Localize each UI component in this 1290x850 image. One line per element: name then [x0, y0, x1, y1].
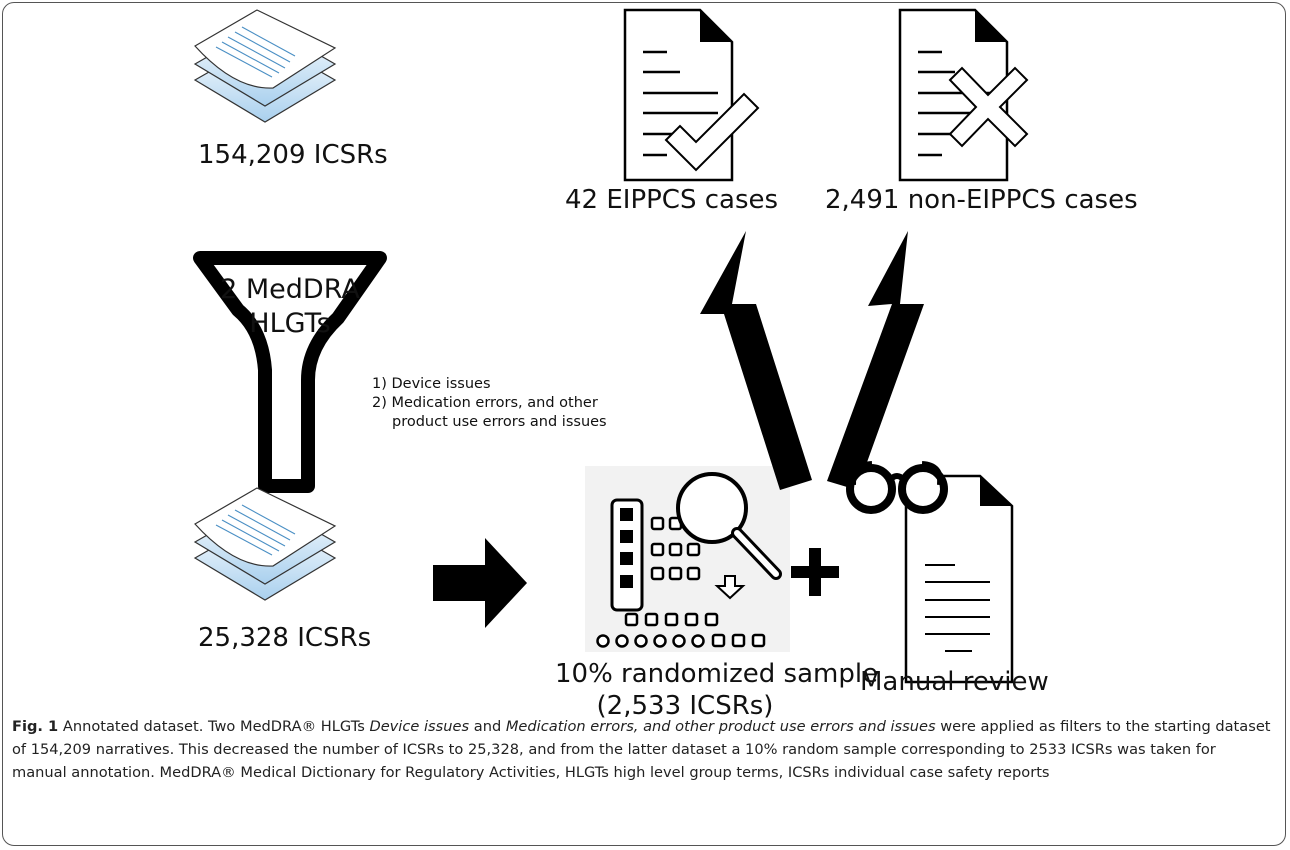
glasses-document-icon [846, 461, 1014, 684]
document-check-icon [623, 8, 760, 182]
filter-criterion-1: 1) Device issues [372, 376, 491, 392]
filter-criteria: 1) Device issues 2) Medication errors, a… [372, 375, 607, 432]
sample-label: 10% randomized sample (2,533 ICSRs) [555, 658, 879, 722]
filter-criterion-2: 2) Medication errors, and other [372, 395, 598, 411]
plus-icon [791, 548, 839, 596]
funnel-icon [193, 251, 387, 493]
filter-label-line1: 2 MedDRA [220, 274, 360, 305]
filtered-dataset-label: 25,328 ICSRs [198, 623, 372, 653]
filter-label-line2: HLGTs [249, 308, 331, 339]
sample-label-line1: 10% randomized sample [555, 659, 879, 689]
filter-label: 2 MedDRA HLGTs [210, 273, 370, 341]
caption-term-1: Device issues [369, 718, 470, 735]
arrow-up-left-icon [700, 231, 812, 490]
random-sampling-icon [585, 466, 790, 652]
document-stack-icon [193, 487, 337, 601]
manual-review-label: Manual review [860, 667, 1049, 697]
diagram-canvas [193, 8, 1029, 684]
caption-text-a: Annotated dataset. Two MedDRA® HLGTs [58, 718, 370, 735]
sample-label-line2: (2,533 ICSRs) [596, 691, 774, 721]
negative-cases-label: 2,491 non-EIPPCS cases [825, 185, 1138, 215]
filter-criterion-2-cont: product use errors and issues [392, 414, 607, 430]
start-dataset-label: 154,209 ICSRs [198, 140, 388, 170]
arrow-up-right-icon [827, 231, 924, 490]
caption-text-c: were applied as filters to the starting … [12, 718, 1271, 781]
caption-term-2: Medication errors, and other product use… [505, 718, 936, 735]
figure-caption: Fig. 1 Annotated dataset. Two MedDRA® HL… [12, 715, 1274, 784]
document-stack-icon [193, 9, 337, 123]
caption-label: Fig. 1 [12, 718, 59, 735]
caption-text-b: and [469, 718, 506, 735]
document-cross-icon [898, 8, 1029, 182]
positive-cases-label: 42 EIPPCS cases [565, 185, 779, 215]
arrow-right-icon [433, 538, 527, 628]
